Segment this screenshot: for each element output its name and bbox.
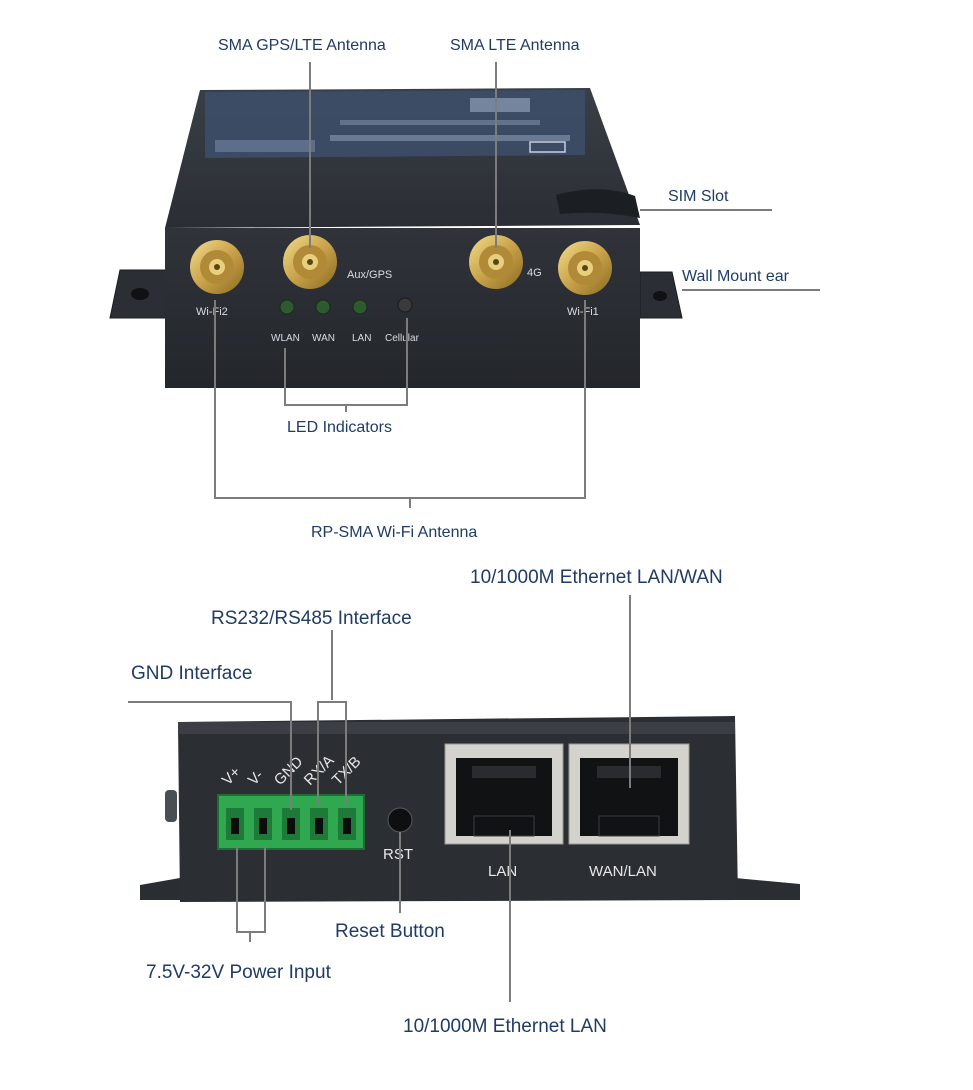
router-rear-view: V+ V- GND RX/A TX/B RST LAN WAN/LAN (140, 716, 800, 902)
bottom-leader-lines (128, 595, 631, 1002)
wlan-panel-label: WLAN (271, 333, 300, 344)
lte-4g-panel-label: 4G (527, 267, 542, 279)
wifi2-panel-label: Wi-Fi2 (196, 306, 228, 318)
wan-panel-label: WAN (312, 333, 335, 344)
wifi1-panel-label: Wi-Fi1 (567, 306, 599, 318)
lan-led (352, 299, 368, 315)
wan-lan-ethernet-port (568, 743, 690, 845)
bottom-callout-labels: 10/1000M Ethernet LAN/WAN RS232/RS485 In… (131, 567, 723, 1037)
lan-panel-label: LAN (352, 333, 371, 344)
lte-4g-antenna-connector (469, 235, 523, 289)
cellular-led (397, 297, 413, 313)
router-top-view: Wi-Fi2 Aux/GPS 4G Wi-Fi1 WLAN WAN LAN Ce… (109, 88, 683, 388)
power-input-label: 7.5V-32V Power Input (146, 962, 332, 983)
gnd-interface-label: GND Interface (131, 663, 252, 684)
wifi2-antenna-connector (190, 240, 244, 294)
wan-lan-panel-label: WAN/LAN (589, 863, 657, 880)
rst-panel-label: RST (383, 846, 413, 863)
sim-slot-label: SIM Slot (668, 188, 729, 205)
sma-lte-antenna-label: SMA LTE Antenna (450, 37, 580, 54)
ethernet-lan-label: 10/1000M Ethernet LAN (403, 1016, 607, 1037)
wall-mount-ear-label: Wall Mount ear (682, 268, 790, 285)
cellular-panel-label: Cellular (385, 333, 420, 344)
reset-button-hole (387, 807, 413, 833)
rear-mount-flange-right (735, 878, 800, 900)
ethernet-lan-wan-label: 10/1000M Ethernet LAN/WAN (470, 567, 723, 588)
wifi1-antenna-connector (558, 241, 612, 295)
sim-slot (556, 189, 640, 218)
reset-button-label: Reset Button (335, 921, 445, 942)
rs232-rs485-interface-label: RS232/RS485 Interface (211, 608, 412, 629)
sma-gps-lte-antenna-label: SMA GPS/LTE Antenna (218, 37, 386, 54)
top-leader-lines (214, 62, 820, 508)
lan-panel-label: LAN (488, 863, 517, 880)
rear-mount-flange-left (140, 878, 180, 900)
aux-gps-antenna-connector (283, 235, 337, 289)
rp-sma-wifi-antenna-label: RP-SMA Wi-Fi Antenna (311, 524, 477, 541)
lan-ethernet-port (444, 743, 564, 845)
wan-led (315, 299, 331, 315)
aux-gps-panel-label: Aux/GPS (347, 269, 392, 281)
wlan-led (279, 299, 295, 315)
led-indicators-label: LED Indicators (287, 419, 392, 436)
top-callout-labels: SMA GPS/LTE Antenna SMA LTE Antenna SIM … (218, 37, 790, 541)
